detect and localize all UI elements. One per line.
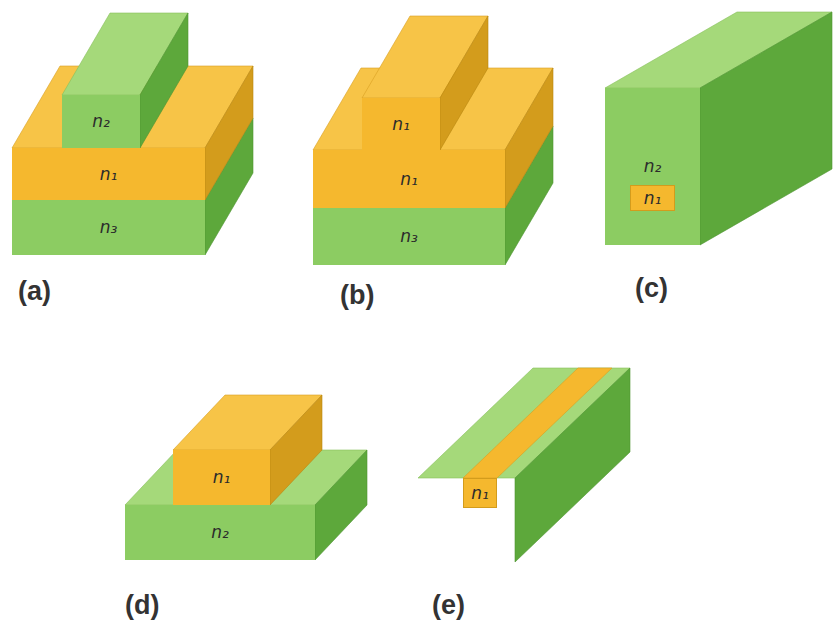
waveguide-layer: n₁: [313, 150, 505, 208]
refractive-index: n₃: [100, 219, 118, 236]
waveguide-layer: n₁: [173, 450, 270, 505]
panel-label: (c): [635, 275, 668, 302]
refractive-index: n₂: [211, 524, 229, 541]
waveguide-layer: n₂: [62, 95, 140, 148]
panel-label: (a): [18, 278, 51, 305]
refractive-index: n₁: [471, 485, 489, 502]
panel-label: (b): [340, 282, 374, 309]
waveguide-layer: n₂n₁: [125, 505, 315, 560]
refractive-index: n₃: [400, 228, 418, 245]
refractive-index: n₁: [400, 171, 418, 188]
waveguide-layer: n₂ n₁: [605, 88, 700, 245]
refractive-index: n₁: [392, 116, 410, 133]
refractive-index: n₁: [100, 166, 118, 183]
panel-label: (d): [125, 592, 159, 619]
waveguide-layer: n₁: [362, 98, 440, 150]
refractive-index: n₁: [213, 469, 231, 486]
waveguide-layer: n₁: [630, 185, 675, 211]
refractive-index: n₂: [644, 158, 662, 175]
waveguide-layer: n₃: [12, 200, 205, 255]
waveguide-layer: n₁: [463, 478, 497, 508]
panel-label: (e): [432, 592, 465, 619]
waveguide-layer: n₁: [12, 148, 205, 200]
waveguide-layer: n₃: [313, 208, 505, 265]
refractive-index: n₂: [92, 113, 110, 130]
refractive-index: n₁: [644, 190, 662, 207]
